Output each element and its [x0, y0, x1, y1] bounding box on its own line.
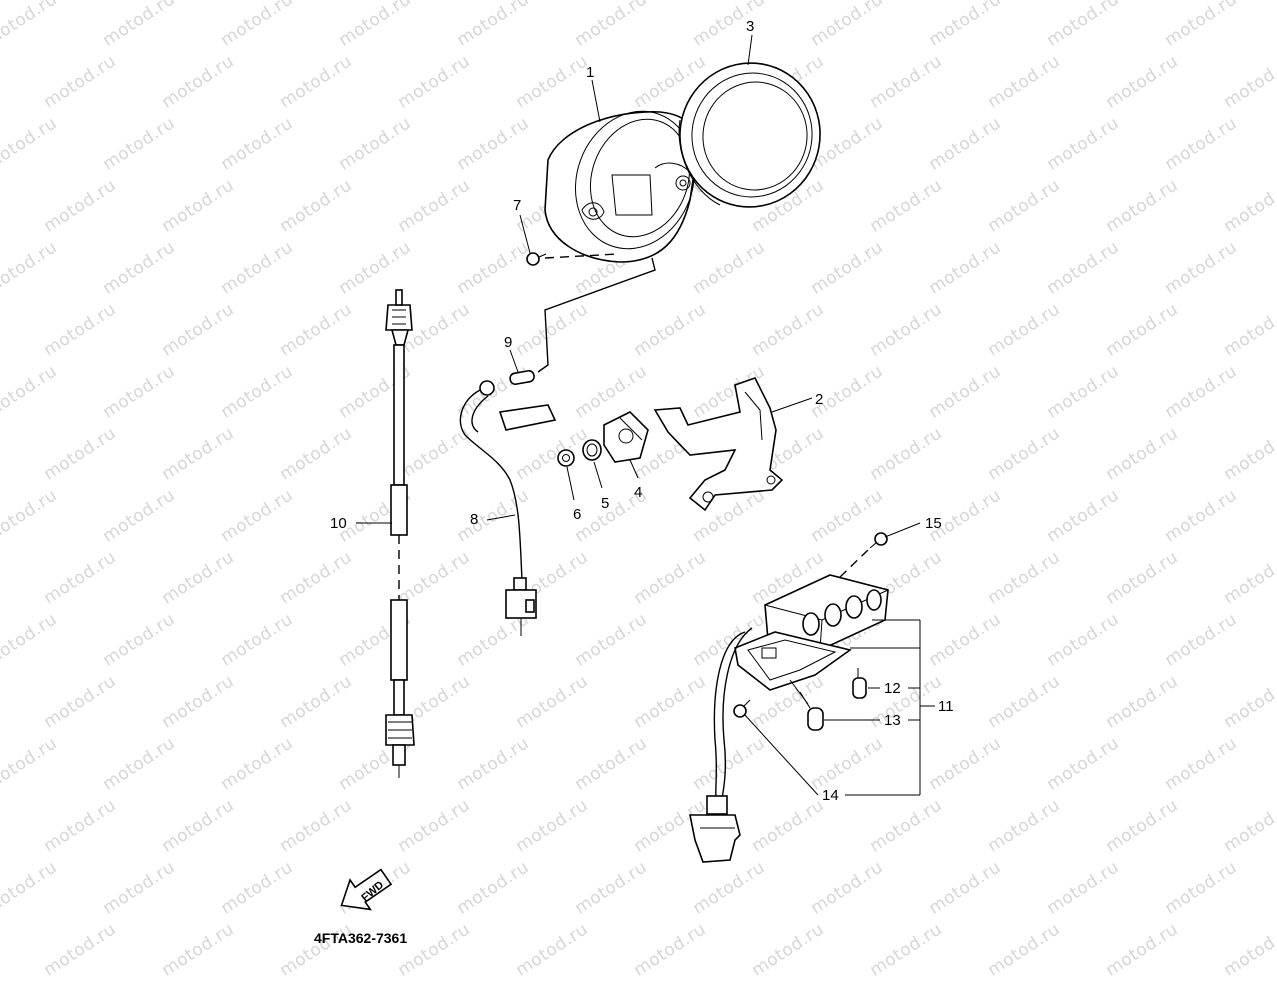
callout-1: 1 — [586, 64, 594, 81]
callout-13: 13 — [884, 712, 901, 729]
diagram-code: 4FTA362-7361 — [314, 930, 407, 946]
screw-7 — [526, 252, 547, 266]
damper-4 — [603, 411, 649, 463]
callout-3: 3 — [746, 18, 754, 35]
forward-arrow: FWD — [340, 868, 393, 911]
bulb-12 — [852, 668, 867, 699]
diagram-drawing: 1 3 7 9 2 4 5 6 8 10 15 12 11 13 14 FWD … — [314, 18, 954, 946]
callout-2: 2 — [815, 391, 823, 408]
callout-7: 7 — [513, 197, 521, 214]
leader-lines — [356, 34, 935, 796]
meter-bracket-2 — [653, 377, 784, 512]
callout-labels: 1 3 7 9 2 4 5 6 8 10 15 12 11 13 14 — [330, 18, 954, 804]
callout-10: 10 — [330, 515, 347, 532]
callout-9: 9 — [504, 334, 512, 351]
nut-6 — [557, 449, 575, 467]
bulb-13 — [789, 679, 824, 731]
wire-harness-8 — [459, 380, 557, 636]
callout-14: 14 — [822, 787, 839, 804]
callout-5: 5 — [601, 495, 609, 512]
callout-12: 12 — [884, 680, 901, 697]
speedometer-cable — [385, 289, 415, 778]
callout-11: 11 — [938, 698, 954, 715]
screw-14 — [733, 699, 751, 718]
callout-8: 8 — [470, 511, 478, 528]
screw-15 — [839, 532, 888, 578]
bulb-9 — [509, 369, 535, 386]
bulb-lead-line — [537, 257, 656, 373]
callout-15: 15 — [925, 515, 942, 532]
callout-6: 6 — [573, 506, 581, 523]
callout-4: 4 — [634, 484, 642, 501]
indicator-unit-11 — [689, 574, 889, 863]
meter-ring — [678, 62, 821, 208]
washer-5 — [582, 439, 602, 461]
meter-housing — [544, 110, 698, 263]
screw-dash-line — [544, 253, 619, 259]
